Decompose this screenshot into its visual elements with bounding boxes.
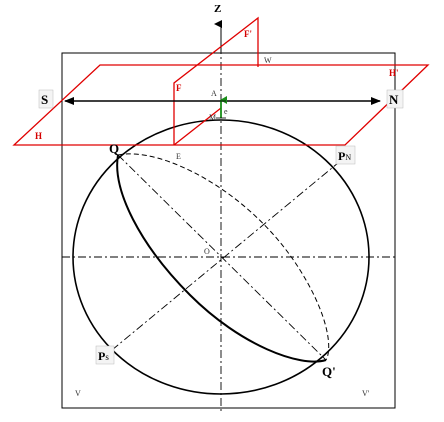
q-label: Q [109, 141, 119, 156]
north-label: N [389, 92, 399, 107]
zenith-label: Z [214, 3, 221, 15]
h-label: H [35, 131, 42, 141]
q-prime-label: Q' [322, 364, 336, 379]
center-o-label: O [204, 247, 210, 256]
ps-label: Ps [98, 349, 109, 363]
east-label: E [176, 152, 181, 161]
meridian-frame [61, 52, 396, 409]
west-label: W [264, 56, 272, 65]
equator-back-arc [117, 153, 330, 361]
south-label: S [41, 92, 48, 107]
celestial-sphere [72, 119, 370, 395]
ps-label-box [95, 345, 115, 365]
h-prime-label: H' [389, 68, 399, 78]
v-prime-label: V' [362, 389, 370, 398]
a-label: A [211, 89, 217, 98]
prime-vertical-base [173, 107, 222, 146]
e-small-label: e [224, 107, 228, 116]
v-label: V [75, 389, 81, 398]
horizon-plane [12, 64, 430, 146]
pn-label-box [335, 145, 356, 165]
m-label: M [209, 113, 216, 122]
north-label-box [386, 89, 404, 109]
polar-axis [111, 162, 339, 351]
f-prime-label: F' [244, 29, 252, 39]
equator-front-arc [116, 154, 327, 363]
pn-label: PN [338, 149, 351, 163]
prime-vertical-plane [173, 16, 259, 145]
south-label-box [38, 89, 54, 109]
f-label: F [176, 83, 182, 93]
equator-trace [117, 154, 327, 361]
